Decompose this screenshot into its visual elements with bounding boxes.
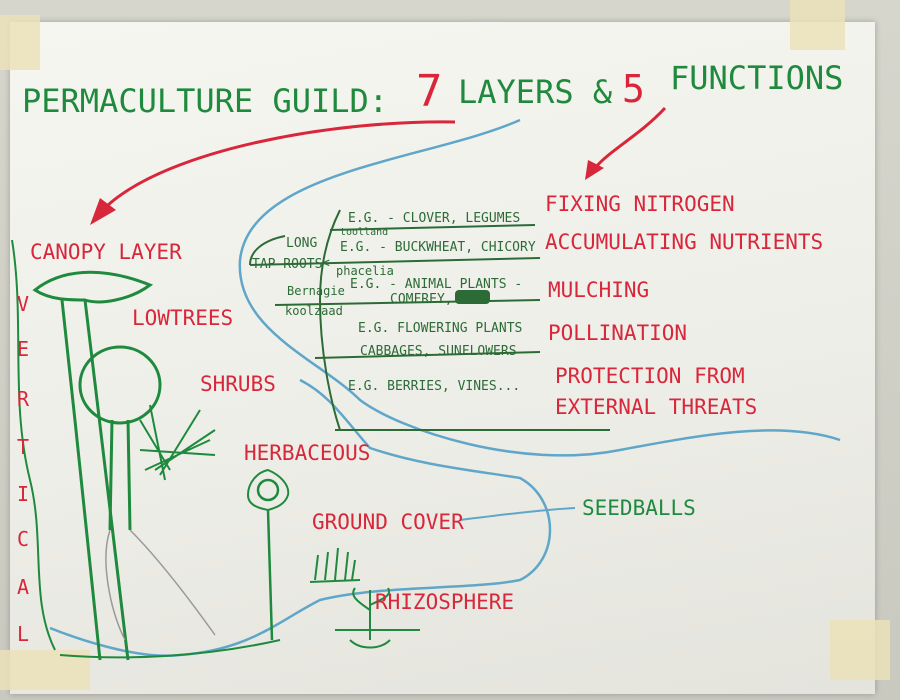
- title-part2: LAYERS &: [458, 73, 613, 111]
- title-part3: FUNCTIONS: [670, 59, 844, 97]
- function-line-2: [249, 257, 541, 266]
- blue-river-line: [238, 118, 841, 457]
- vertical-letter-i: I: [16, 482, 30, 506]
- function-fixing-nitrogen: FIXING NITROGEN: [545, 192, 735, 216]
- note-toolland: toolland: [340, 227, 389, 238]
- layer-rhizosphere: RHIZOSPHERE: [375, 590, 515, 614]
- flower-stem: [266, 509, 274, 641]
- tape-top-left: [0, 15, 40, 70]
- vertical-letter-e: E: [16, 337, 30, 361]
- function-branch: [318, 209, 341, 431]
- shrub-scribble: [139, 404, 216, 481]
- function-protection-line2: EXTERNAL THREATS: [555, 395, 758, 419]
- layer-groundcover: GROUND COVER: [312, 510, 464, 534]
- vertical-letter-l: L: [16, 622, 30, 646]
- note-arrow: <-: [322, 256, 338, 271]
- note-phacelia: phacelia: [336, 264, 394, 278]
- function-pollination: POLLINATION: [548, 321, 688, 345]
- note-bernagie: Bernagie: [287, 284, 345, 298]
- note-comfrey: COMFREY,: [390, 292, 453, 307]
- example-mulching: E.G. - ANIMAL PLANTS -: [350, 277, 523, 292]
- vertical-letter-r: R: [16, 387, 30, 411]
- flipchart-sheet: [10, 22, 875, 694]
- example-nutrients: E.G. - BUCKWHEAT, CHICORY: [340, 240, 536, 255]
- note-long: LONG: [286, 236, 318, 251]
- vertical-letter-v: V: [16, 292, 30, 316]
- tape-bottom-right: [830, 620, 890, 680]
- layer-canopy: CANOPY LAYER: [30, 240, 182, 264]
- layer-lowtrees: LOWTREES: [132, 306, 234, 330]
- vertical-letter-a: A: [16, 575, 30, 599]
- vertical-letter-t: T: [16, 435, 30, 459]
- example-protection: E.G. BERRIES, VINES...: [348, 379, 521, 394]
- lowtree-roots: [105, 529, 216, 641]
- arrow-to-functions: [593, 106, 667, 169]
- example-pollination-2: CABBAGES, SUNFLOWERS: [360, 344, 517, 359]
- ground-line: [59, 639, 281, 659]
- example-pollination: E.G. FLOWERING PLANTS: [358, 321, 523, 336]
- canopy-tree-trunk: [60, 299, 130, 661]
- canopy-tree-crown: [32, 270, 154, 304]
- function-line-1: [329, 224, 536, 231]
- title-part1: PERMACULTURE GUILD:: [22, 82, 389, 120]
- flower-head: [256, 478, 280, 502]
- vertical-vine: [11, 239, 56, 651]
- note-koolzaad: koolzaad: [285, 304, 343, 318]
- tape-top-right: [790, 0, 845, 50]
- arrowhead-layers: [90, 198, 116, 225]
- arrow-to-layers: [107, 120, 456, 207]
- tap-roots-bracket: [249, 235, 286, 266]
- title-number-functions: 5: [622, 67, 645, 111]
- groundcover-plants: [309, 547, 361, 583]
- function-protection-line1: PROTECTION FROM: [555, 364, 745, 388]
- note-tap-roots: TAP ROOTS: [252, 257, 323, 272]
- layer-shrubs: SHRUBS: [200, 372, 276, 396]
- arrowhead-functions: [585, 160, 604, 180]
- note-seedballs: SEEDBALLS: [582, 496, 696, 520]
- example-nitrogen: E.G. - CLOVER, LEGUMES: [348, 211, 521, 226]
- rhizosphere-sprout: [335, 587, 420, 649]
- flower-petals: [246, 468, 290, 512]
- lowtree-crown: [78, 345, 162, 425]
- layer-herbaceous: HERBACEOUS: [244, 441, 371, 465]
- title-number-layers: 7: [416, 66, 443, 117]
- vertical-letter-c: C: [16, 527, 30, 551]
- function-line-4: [314, 351, 541, 359]
- lowtree-trunk: [108, 419, 132, 531]
- function-accumulating-nutrients: ACCUMULATING NUTRIENTS: [545, 230, 824, 254]
- blue-to-seedballs: [459, 507, 576, 521]
- scribbled-out-word: [455, 290, 490, 304]
- function-mulching: MULCHING: [548, 278, 650, 302]
